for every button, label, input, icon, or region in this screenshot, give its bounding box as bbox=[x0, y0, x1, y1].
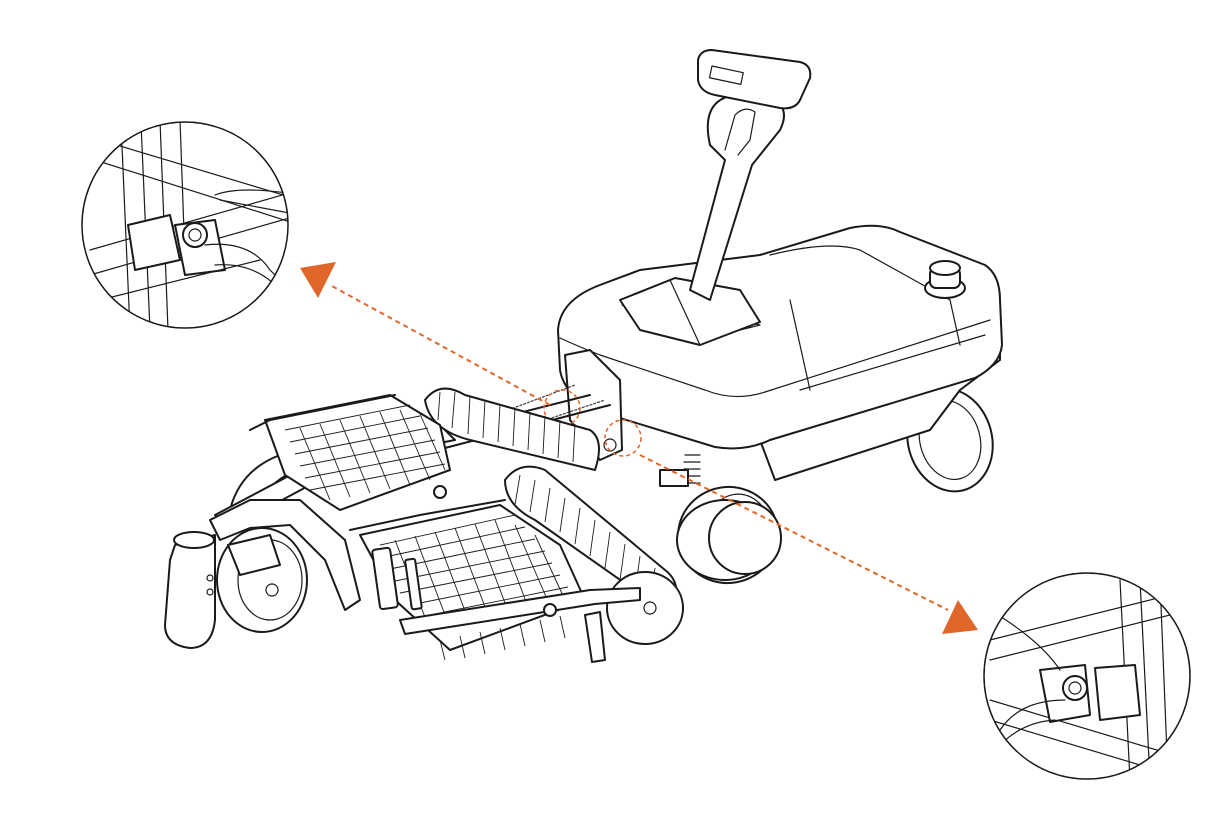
callout-arrow-left bbox=[300, 262, 551, 406]
arrowhead-up-left-icon bbox=[300, 262, 336, 298]
front-wheel bbox=[676, 499, 782, 581]
roller-attachment bbox=[164, 387, 684, 663]
caster-wheel bbox=[216, 527, 308, 633]
steering-handle bbox=[689, 49, 812, 301]
front-skid bbox=[164, 531, 216, 649]
arrowhead-down-right-icon bbox=[942, 600, 978, 634]
fuel-cap bbox=[924, 260, 966, 299]
detail-magnifier-left bbox=[81, 121, 289, 329]
right-pivot-marker bbox=[604, 419, 642, 457]
detail-magnifier-right bbox=[983, 572, 1191, 780]
callout-arrow-right bbox=[639, 454, 978, 634]
tractor-unit bbox=[557, 49, 1003, 585]
